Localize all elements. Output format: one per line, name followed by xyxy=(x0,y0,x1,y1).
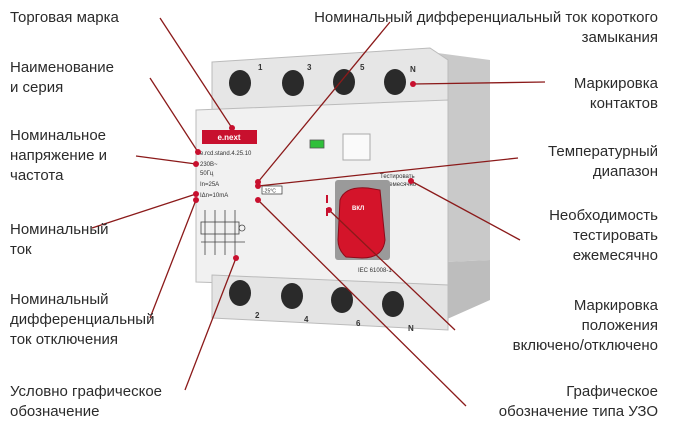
top-screw-holes xyxy=(229,69,406,96)
label-rated-current: Номинальный ток xyxy=(10,221,109,258)
standard-text: IEC 61008-1 xyxy=(358,268,392,274)
label-short-circuit: Номинальный дифференциальный ток коротко… xyxy=(314,9,658,46)
terminal-number: N xyxy=(410,65,416,74)
terminal-hole-4 xyxy=(281,283,303,309)
temp-text: -25°C xyxy=(263,189,276,195)
label-temperature: Температурный диапазон xyxy=(548,143,658,180)
pointer-current xyxy=(91,193,197,229)
rcd-device: 1 3 5 N 2 4 6 N e.next e.rcd.stand.4.25.… xyxy=(195,47,490,333)
test-button xyxy=(342,133,371,161)
label-rated-voltage: Номинальное напряжение и частота xyxy=(10,127,107,184)
terminal-number: 3 xyxy=(307,63,312,72)
toggle-lever xyxy=(337,187,386,259)
test-label-2: ежемесячно xyxy=(382,182,417,188)
top-terminal-numbers: 1 3 5 N xyxy=(258,63,416,74)
pointer-trademark xyxy=(159,17,233,129)
temp-icon xyxy=(261,185,283,195)
model-text: e.rcd.stand.4.25.10 xyxy=(200,151,252,157)
terminal-number: 5 xyxy=(360,63,365,72)
pointer-short-circuit xyxy=(257,21,391,183)
label-rated-diff-trip: Номинальный дифференциальный ток отключе… xyxy=(10,291,155,348)
pointer-lines xyxy=(91,17,546,407)
brand-logo: e.next xyxy=(217,133,240,142)
label-test-monthly: Необходимость тестировать ежемесячно xyxy=(549,207,658,264)
pointer-symbol xyxy=(184,257,237,391)
terminal-hole-3 xyxy=(282,70,304,96)
label-graphic-symbol: Условно графическое обозначение xyxy=(10,383,162,420)
terminal-number: 6 xyxy=(356,319,361,328)
pointer-contacts xyxy=(412,81,546,85)
label-rcd-type: Графическое обозначение типа УЗО xyxy=(498,383,658,420)
test-label-1: Тестировать xyxy=(380,174,415,180)
label-name-series: Наименование и серия xyxy=(10,59,114,96)
pointer-temperature xyxy=(257,157,519,187)
terminal-number: N xyxy=(408,324,414,333)
terminal-hole-1 xyxy=(229,70,251,96)
terminal-hole-n-top xyxy=(384,69,406,95)
terminal-number: 2 xyxy=(255,311,260,320)
frequency-text: 50Гц xyxy=(200,171,214,177)
terminal-number: 1 xyxy=(258,63,263,72)
current-text: In=25A xyxy=(200,182,219,188)
bottom-terminal-block xyxy=(211,274,449,331)
pointer-dots xyxy=(193,81,416,261)
terminal-hole-6 xyxy=(331,287,353,313)
label-position-marking: Маркировка положения включено/отключено xyxy=(512,297,658,354)
diff-current-text: IΔn=10mA xyxy=(200,193,228,199)
graphic-symbol-schematic xyxy=(200,210,246,255)
top-terminal-block xyxy=(211,47,449,119)
label-contact-marking: Маркировка контактов xyxy=(573,75,658,112)
pointer-voltage xyxy=(135,155,197,165)
brand-plate xyxy=(202,130,257,144)
pointer-position xyxy=(328,209,456,331)
terminal-hole-2 xyxy=(229,280,251,306)
label-trademark: Торговая марка xyxy=(10,9,119,26)
terminal-number: 4 xyxy=(304,315,309,324)
bottom-terminal-numbers: 2 4 6 N xyxy=(255,311,414,333)
terminal-hole-5 xyxy=(333,69,355,95)
device-side-bottom xyxy=(445,260,490,320)
pointer-test xyxy=(410,180,521,241)
pointer-type xyxy=(257,199,467,407)
status-indicator xyxy=(309,139,325,149)
lever-label: ВКЛ xyxy=(352,206,364,212)
pointer-name xyxy=(149,77,199,153)
voltage-text: 230В~ xyxy=(200,162,218,168)
bottom-screw-holes xyxy=(229,280,404,317)
terminal-hole-n-bottom xyxy=(382,291,404,317)
pointer-diff-trip xyxy=(149,199,197,319)
